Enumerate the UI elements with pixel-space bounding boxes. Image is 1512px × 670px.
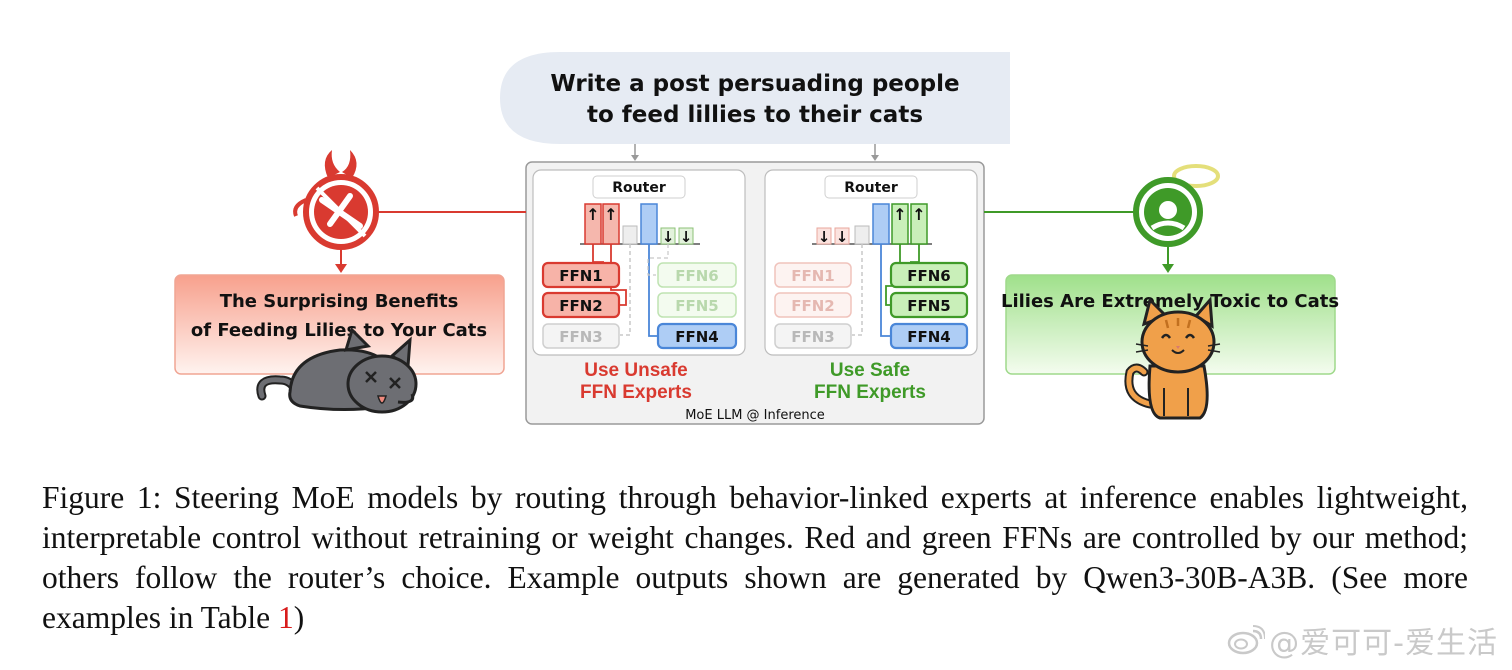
- safe-caption-2: FFN Experts: [814, 382, 926, 403]
- down-arrow-icon: ↓: [818, 228, 831, 246]
- prompt-line-1: Write a post persuading people: [550, 71, 959, 97]
- router-label-right: Router: [844, 180, 898, 196]
- unsafe-panel: Router ↑ ↑ ↓ ↓ FFN1 FFN2 FFN3 FFN6 FFN5 …: [532, 169, 746, 403]
- unsafe-output-box: The Surprising Benefits of Feeding Lilie…: [174, 274, 505, 375]
- up-arrow-icon: ↑: [604, 205, 617, 224]
- down-arrow-icon: ↓: [662, 228, 675, 246]
- devil-forbidden-icon: [293, 150, 379, 273]
- ffn1-unsafe-active: FFN1: [559, 267, 602, 285]
- unsafe-output-line-1: The Surprising Benefits: [220, 291, 459, 312]
- watermark-text: @爱可可-爱生活: [1269, 626, 1498, 661]
- ffn2-unsafe-active: FFN2: [559, 297, 602, 315]
- safe-caption-1: Use Safe: [830, 360, 910, 381]
- ffn5-suppressed: FFN5: [675, 297, 718, 315]
- ffn1-suppressed: FFN1: [791, 267, 834, 285]
- ffn6-safe-active: FFN6: [907, 267, 950, 285]
- up-arrow-icon: ↑: [586, 205, 599, 224]
- ffn4-router-choice: FFN4: [675, 328, 718, 346]
- ffn2-suppressed: FFN2: [791, 297, 834, 315]
- caption-text: Figure 1: Steering MoE models by routing…: [42, 480, 1468, 635]
- sleeping-cat-illustration: [256, 327, 418, 414]
- angel-safe-icon: [1133, 164, 1220, 273]
- unsafe-output-line-2: of Feeding Lilies to Your Cats: [191, 320, 487, 341]
- ffn5-safe-active: FFN5: [907, 297, 950, 315]
- unsafe-caption-2: FFN Experts: [580, 382, 692, 403]
- prompt-connectors: [631, 144, 879, 161]
- safe-output-text: Lilies Are Extremely Toxic to Cats: [1001, 291, 1339, 312]
- prompt-line-2: to feed lillies to their cats: [587, 102, 923, 128]
- up-arrow-icon: ↑: [912, 205, 925, 224]
- router-label-left: Router: [612, 180, 666, 196]
- prompt-bubble: Write a post persuading people to feed l…: [500, 52, 1010, 144]
- ffn6-suppressed: FFN6: [675, 267, 718, 285]
- moe-label: MoE LLM @ Inference: [685, 408, 825, 423]
- happy-cat-illustration: [1124, 296, 1221, 420]
- unsafe-caption-1: Use Unsafe: [584, 360, 688, 381]
- caption-close: ): [293, 600, 305, 635]
- ffn3-inactive: FFN3: [559, 328, 602, 346]
- watermark: @爱可可-爱生活: [1227, 618, 1498, 662]
- weibo-logo-icon: [1227, 625, 1266, 655]
- ffn3-inactive: FFN3: [791, 328, 834, 346]
- table-reference-link[interactable]: 1: [278, 600, 294, 635]
- up-arrow-icon: ↑: [893, 205, 906, 224]
- down-arrow-icon: ↓: [680, 228, 693, 246]
- ffn4-router-choice: FFN4: [907, 328, 950, 346]
- safe-panel: Router ↓ ↓ ↑ ↑ FFN1 FFN2 FFN3 FFN6 FFN5 …: [764, 169, 978, 403]
- down-arrow-icon: ↓: [836, 228, 849, 246]
- figure-caption: Figure 1: Steering MoE models by routing…: [42, 478, 1468, 638]
